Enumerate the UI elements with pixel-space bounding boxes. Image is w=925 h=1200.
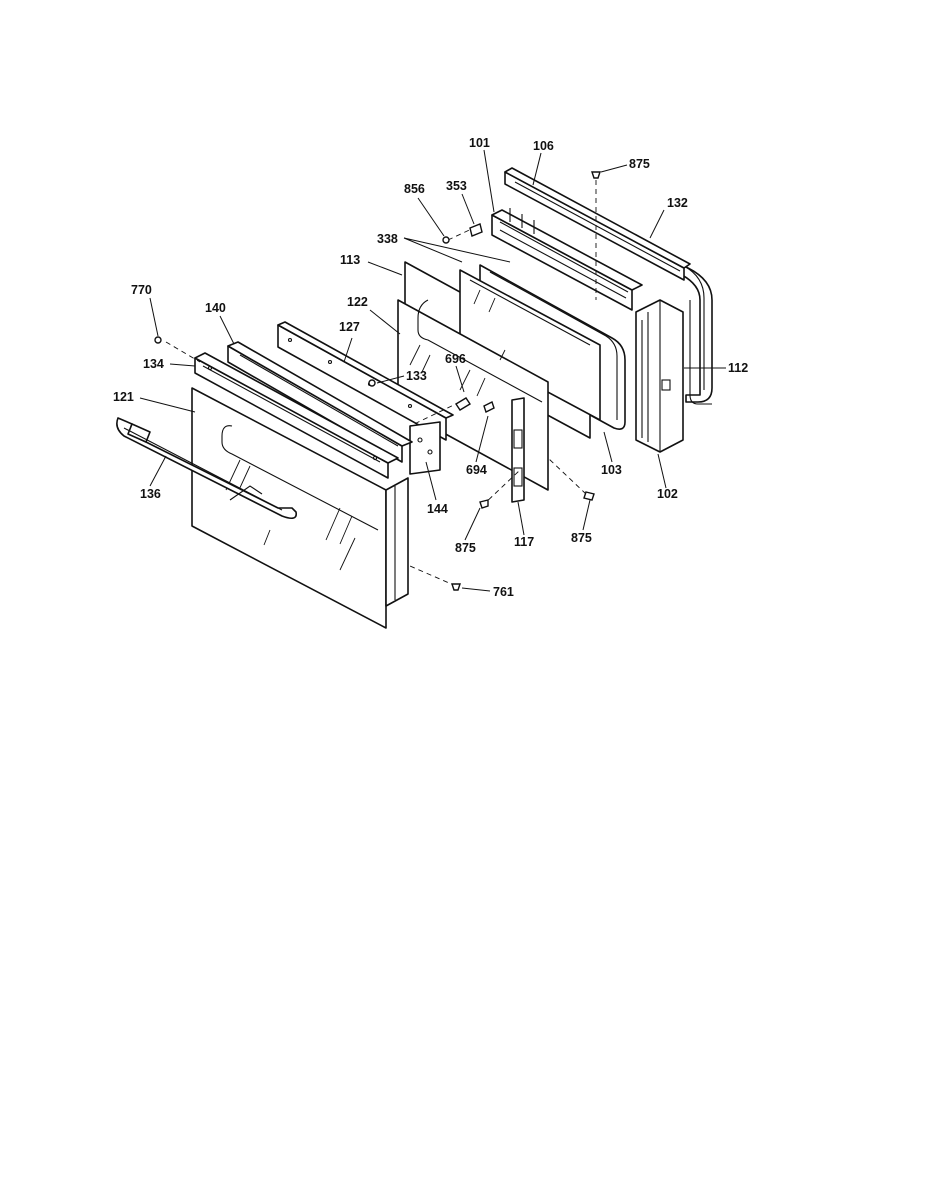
clip-353 xyxy=(469,223,483,237)
callout-694: 694 xyxy=(466,463,487,477)
callout-127: 127 xyxy=(339,320,360,334)
screw-770 xyxy=(154,336,162,344)
callout-132: 132 xyxy=(667,196,688,210)
callout-353: 353 xyxy=(446,179,467,193)
callout-133: 133 xyxy=(406,369,427,383)
screw-694 xyxy=(483,401,495,413)
callout-761: 761 xyxy=(493,585,514,599)
screw-875-right xyxy=(583,491,595,501)
callout-338: 338 xyxy=(377,232,398,246)
callout-101: 101 xyxy=(469,136,490,150)
screw-875-left xyxy=(479,499,489,509)
callout-140: 140 xyxy=(205,301,226,315)
callout-770: 770 xyxy=(131,283,152,297)
callout-875: 875 xyxy=(629,157,650,171)
callout-106: 106 xyxy=(533,139,554,153)
callout-122: 122 xyxy=(347,295,368,309)
callout-117: 117 xyxy=(514,535,534,549)
part-140-vent-trim xyxy=(227,341,413,463)
fasteners xyxy=(154,171,601,591)
part-127-frame-bar xyxy=(277,321,454,441)
callout-134: 134 xyxy=(143,357,164,371)
screw-856 xyxy=(442,236,450,244)
leader-lines xyxy=(139,149,726,592)
callout-113: 113 xyxy=(340,253,360,267)
callout-696: 696 xyxy=(445,352,466,366)
callout-875-left: 875 xyxy=(455,541,476,555)
part-144-hinge-mount xyxy=(409,421,441,475)
part-112-gasket xyxy=(689,300,712,405)
part-136-handle xyxy=(116,417,298,520)
callout-875-right: 875 xyxy=(571,531,592,545)
screw-875-top xyxy=(591,171,601,179)
callout-144: 144 xyxy=(427,502,448,516)
callout-136: 136 xyxy=(140,487,161,501)
part-101-inner-top-frame xyxy=(491,208,643,311)
part-106-vent-channel xyxy=(504,167,691,281)
callout-112: 112 xyxy=(728,361,748,375)
screw-761 xyxy=(451,583,461,591)
part-117-hinge-bracket xyxy=(511,397,525,503)
part-134-top-trim xyxy=(194,352,399,479)
callout-labels: 101 106 875 856 353 132 338 113 770 140 … xyxy=(113,136,748,599)
part-133 xyxy=(368,379,376,387)
callout-121: 121 xyxy=(113,390,134,404)
part-102-side-frame xyxy=(635,299,684,453)
part-122-glass-panel xyxy=(397,299,549,491)
callout-103: 103 xyxy=(601,463,622,477)
screw-696 xyxy=(455,397,471,411)
callout-102: 102 xyxy=(657,487,678,501)
callout-856: 856 xyxy=(404,182,425,196)
